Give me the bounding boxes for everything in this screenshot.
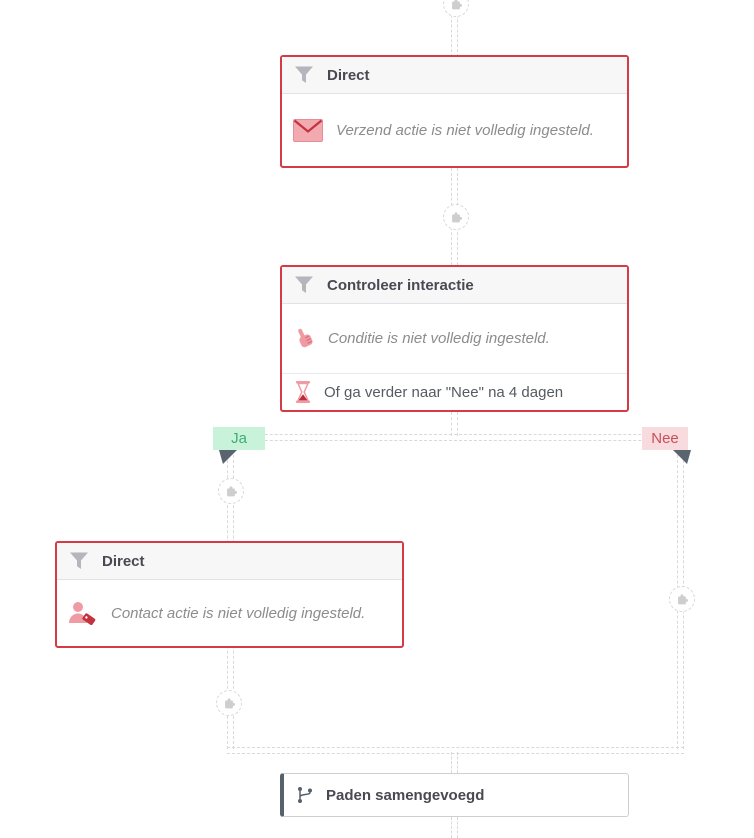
- connector-branch-split: [230, 434, 681, 441]
- add-step-button[interactable]: [443, 0, 469, 17]
- node-header: Direct: [282, 57, 627, 94]
- puzzle-icon: [450, 211, 462, 224]
- warning-text: Contact actie is niet volledig ingesteld…: [111, 604, 366, 622]
- contact-warning-row: Contact actie is niet volledig ingesteld…: [57, 580, 402, 646]
- hourglass-icon: [295, 381, 311, 403]
- add-step-button[interactable]: [216, 690, 242, 716]
- click-hand-icon: [293, 327, 315, 351]
- puzzle-icon: [225, 485, 237, 498]
- node-contact-direct[interactable]: Direct Contact actie is niet volledig in…: [55, 541, 404, 648]
- add-step-button[interactable]: [669, 586, 695, 612]
- add-step-button[interactable]: [218, 478, 244, 504]
- node-check-interaction[interactable]: Controleer interactie Conditie is niet v…: [280, 265, 629, 412]
- timeout-rule-text: Of ga verder naar "Nee" na 4 dagen: [324, 383, 564, 401]
- node-title: Direct: [102, 552, 145, 570]
- node-paths-merged[interactable]: Paden samengevoegd: [280, 773, 629, 817]
- filter-icon: [69, 551, 89, 571]
- merge-paths-icon: [296, 786, 314, 804]
- connector-merge-bar: [227, 747, 684, 754]
- contact-tag-icon: [68, 601, 98, 625]
- node-send-direct[interactable]: Direct Verzend actie is niet volledig in…: [280, 55, 629, 168]
- node-header: Direct: [57, 543, 402, 580]
- filter-icon: [294, 65, 314, 85]
- connector-interaction-stub: [451, 412, 458, 436]
- puzzle-icon: [223, 697, 235, 710]
- node-header: Controleer interactie: [282, 267, 627, 304]
- connector-merge-stub: [451, 752, 458, 773]
- filter-icon: [294, 275, 314, 295]
- connector-bottom: [451, 817, 458, 838]
- connector-top: [451, 0, 458, 57]
- add-step-button[interactable]: [443, 204, 469, 230]
- node-title: Direct: [327, 66, 370, 84]
- puzzle-icon: [450, 0, 462, 11]
- node-title: Controleer interactie: [327, 276, 474, 294]
- puzzle-icon: [676, 593, 688, 606]
- branch-label-no: Nee: [642, 427, 688, 450]
- warning-text: Conditie is niet volledig ingesteld.: [328, 330, 550, 347]
- timeout-rule-row: Of ga verder naar "Nee" na 4 dagen: [282, 374, 627, 410]
- send-warning-row: Verzend actie is niet volledig ingesteld…: [282, 94, 627, 166]
- warning-text: Verzend actie is niet volledig ingesteld…: [336, 121, 594, 139]
- condition-warning-row: Conditie is niet volledig ingesteld.: [282, 304, 627, 374]
- branch-label-yes: Ja: [213, 427, 265, 450]
- mail-icon: [293, 118, 323, 142]
- node-title: Paden samengevoegd: [326, 786, 485, 804]
